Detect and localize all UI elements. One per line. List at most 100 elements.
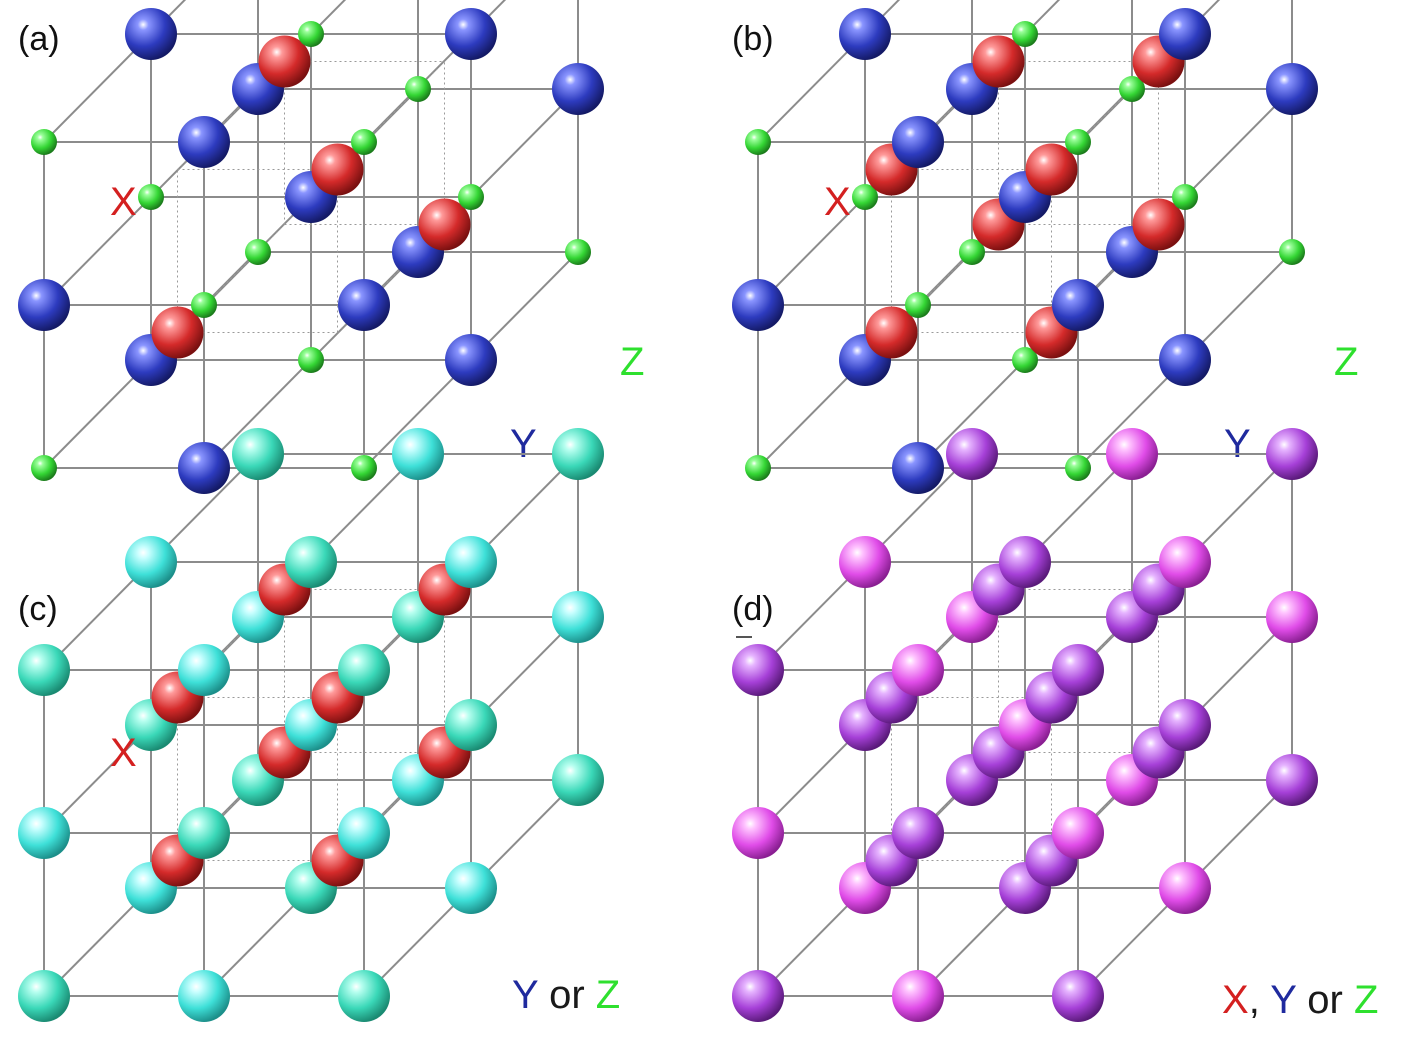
site-label-x: X bbox=[824, 180, 851, 224]
atom-x bbox=[258, 35, 311, 88]
atom-z bbox=[1012, 347, 1038, 373]
atom-z bbox=[351, 455, 377, 481]
atom-z bbox=[1172, 184, 1198, 210]
atom-y bbox=[125, 8, 177, 60]
panel-d: (d) X, Y or Z bbox=[714, 428, 1404, 1055]
atom-x bbox=[418, 198, 471, 251]
atom-y-or-z bbox=[552, 591, 604, 643]
legend-z: Z bbox=[1353, 978, 1379, 1022]
atom-x-y-or-z bbox=[1266, 591, 1318, 643]
crystal-lattice-c bbox=[18, 428, 604, 1022]
crystal-lattice-b bbox=[732, 0, 1318, 494]
legend-mixed-site: X, Y or Z bbox=[1222, 980, 1378, 1020]
atom-x bbox=[1025, 143, 1078, 196]
atom-x-y-or-z bbox=[732, 807, 784, 859]
atom-y-or-z bbox=[445, 699, 497, 751]
atom-y bbox=[732, 279, 784, 331]
atom-z bbox=[1119, 76, 1145, 102]
atom-y bbox=[18, 279, 70, 331]
atom-x-y-or-z bbox=[999, 536, 1051, 588]
atom-y bbox=[552, 63, 604, 115]
atom-y bbox=[338, 279, 390, 331]
atom-y-or-z bbox=[338, 970, 390, 1022]
atom-z bbox=[298, 347, 324, 373]
atom-y-or-z bbox=[178, 644, 230, 696]
atom-y bbox=[839, 8, 891, 60]
atom-z bbox=[905, 292, 931, 318]
atom-x-y-or-z bbox=[1266, 754, 1318, 806]
atom-x-y-or-z bbox=[1106, 428, 1158, 480]
site-label-z: Z bbox=[1334, 340, 1359, 384]
legend-or: or bbox=[537, 973, 596, 1017]
atom-x-y-or-z bbox=[732, 644, 784, 696]
atom-y-or-z bbox=[178, 807, 230, 859]
atom-y-or-z bbox=[445, 536, 497, 588]
atom-y-or-z bbox=[232, 428, 284, 480]
site-label-y: Y bbox=[510, 422, 537, 466]
atom-z bbox=[245, 239, 271, 265]
atom-z bbox=[31, 129, 57, 155]
atom-y bbox=[892, 442, 944, 494]
atom-x-y-or-z bbox=[1266, 428, 1318, 480]
site-label-y: Y bbox=[1224, 422, 1251, 466]
atom-z bbox=[138, 184, 164, 210]
atom-y bbox=[445, 8, 497, 60]
atom-z bbox=[959, 239, 985, 265]
atom-y-or-z bbox=[392, 428, 444, 480]
atom-y-or-z bbox=[552, 754, 604, 806]
atom-z bbox=[565, 239, 591, 265]
panel-a: (a) X Y Z bbox=[0, 0, 702, 527]
atom-y-or-z bbox=[125, 536, 177, 588]
atom-y bbox=[892, 116, 944, 168]
atom-z bbox=[745, 129, 771, 155]
atom-x-y-or-z bbox=[892, 807, 944, 859]
panel-label: (b) bbox=[732, 20, 774, 58]
atom-y-or-z bbox=[178, 970, 230, 1022]
decorative-dash bbox=[736, 636, 752, 638]
atom-y bbox=[445, 334, 497, 386]
panel-label: (a) bbox=[18, 20, 60, 58]
atom-z bbox=[1065, 129, 1091, 155]
panel-c: (c) X Y or Z bbox=[0, 428, 702, 1055]
atom-x-y-or-z bbox=[1159, 862, 1211, 914]
panel-label: (d) bbox=[732, 590, 774, 628]
atom-z bbox=[745, 455, 771, 481]
atom-y-or-z bbox=[285, 536, 337, 588]
atom-y-or-z bbox=[18, 970, 70, 1022]
atom-x bbox=[311, 143, 364, 196]
atom-y bbox=[1266, 63, 1318, 115]
atom-z bbox=[852, 184, 878, 210]
atom-z bbox=[1279, 239, 1305, 265]
atom-x-y-or-z bbox=[732, 970, 784, 1022]
atom-y-or-z bbox=[18, 807, 70, 859]
atom-y bbox=[1159, 8, 1211, 60]
atom-x bbox=[865, 306, 918, 359]
crystal-lattice-a bbox=[18, 0, 604, 494]
atom-y-or-z bbox=[18, 644, 70, 696]
atom-z bbox=[191, 292, 217, 318]
atom-x bbox=[151, 306, 204, 359]
atom-x-y-or-z bbox=[1159, 536, 1211, 588]
atom-x-y-or-z bbox=[1052, 970, 1104, 1022]
legend-x: X bbox=[1222, 978, 1249, 1022]
atom-y bbox=[178, 442, 230, 494]
atom-y-or-z bbox=[338, 644, 390, 696]
atom-x-y-or-z bbox=[892, 970, 944, 1022]
atom-x-y-or-z bbox=[839, 536, 891, 588]
atom-x-y-or-z bbox=[1052, 644, 1104, 696]
atom-z bbox=[351, 129, 377, 155]
atom-x-y-or-z bbox=[1159, 699, 1211, 751]
legend-or: or bbox=[1296, 978, 1354, 1022]
legend-comma: , bbox=[1248, 978, 1260, 1022]
crystal-lattice-d bbox=[732, 428, 1318, 1022]
atom-x bbox=[1132, 198, 1185, 251]
legend-z: Z bbox=[595, 973, 621, 1017]
atom-x-y-or-z bbox=[946, 428, 998, 480]
atom-z bbox=[298, 21, 324, 47]
atom-z bbox=[1012, 21, 1038, 47]
atom-y-or-z bbox=[552, 428, 604, 480]
legend-y: Y bbox=[512, 973, 538, 1017]
atom-y bbox=[1159, 334, 1211, 386]
atom-z bbox=[1065, 455, 1091, 481]
atom-y bbox=[1052, 279, 1104, 331]
